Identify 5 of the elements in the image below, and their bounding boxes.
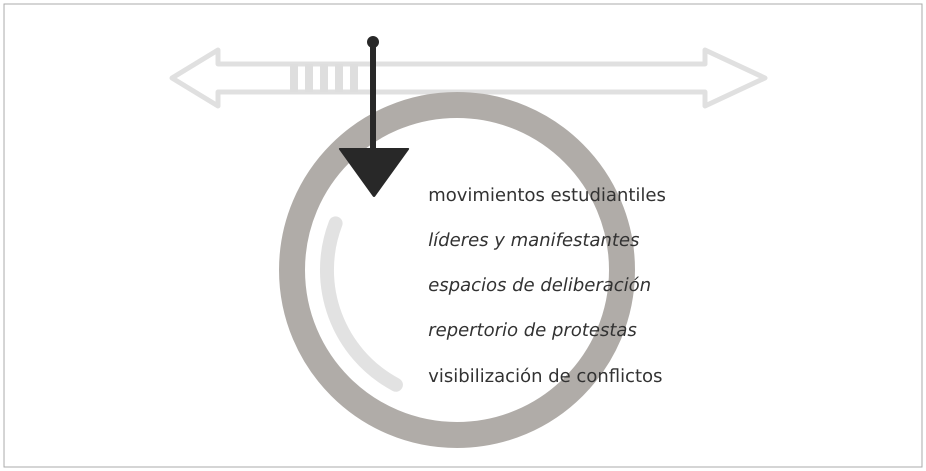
list-item: movimientos estudiantiles [430, 187, 666, 202]
list-item: repertorio de protestas [428, 322, 636, 340]
list-item: espacios de deliberación [429, 276, 650, 295]
list-item: líderes y manifestantes [428, 232, 640, 250]
list-item: visibilización de conflictos [428, 368, 662, 382]
